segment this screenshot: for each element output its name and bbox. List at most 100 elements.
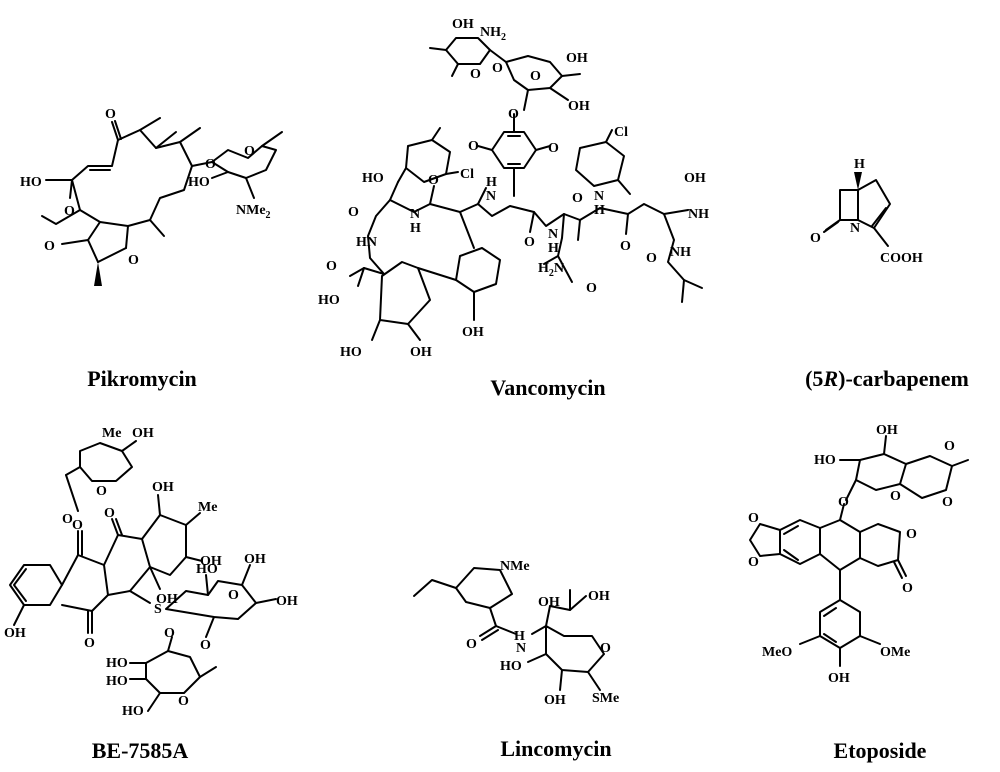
vanc-nh: NH — [688, 207, 709, 222]
vanc-chloro-right: Cl — [614, 125, 628, 140]
eto-lactone-o: O — [906, 527, 917, 542]
lactone-oxygen: O — [44, 239, 55, 254]
vanc-glycosidic-o: O — [492, 61, 503, 76]
be-phenol-oh: OH — [4, 626, 26, 641]
be-oh-top: OH — [132, 426, 154, 441]
lin-ho: HO — [500, 659, 522, 674]
be-oh4: OH — [156, 592, 178, 607]
eto-ho: HO — [814, 453, 836, 468]
be-quinone-o-top: O — [72, 518, 83, 533]
vanc-amide-o1: O — [348, 205, 359, 220]
vanc-amide-o4: O — [572, 191, 583, 206]
lin-amide-o: O — [466, 637, 477, 652]
vanc-oh: OH — [452, 17, 474, 32]
lin-oh1: OH — [588, 589, 610, 604]
pikromycin-label: Pikromycin — [87, 366, 197, 391]
vanc-n2: NH — [486, 175, 497, 204]
vanc-carboxamide-nh2: H2N — [538, 261, 564, 279]
eto-sugar-o1: O — [944, 439, 955, 454]
carbapenem-structure: H O N COOH — [790, 150, 980, 290]
vanc-phenol-ho: HO — [340, 345, 362, 360]
ether-oxygen: O — [205, 157, 216, 172]
vanc-amide-o6: O — [646, 251, 657, 266]
hydroxyl: HO — [20, 175, 42, 190]
vanc-hn: HN — [356, 235, 377, 250]
be-oh2: OH — [152, 480, 174, 495]
lin-ring-o: O — [600, 641, 611, 656]
eto-glycosidic-o: O — [838, 495, 849, 510]
vanc-glc-ring-o: O — [530, 69, 541, 84]
be-ho4: HO — [122, 704, 144, 719]
vanc-aryl-o: O — [508, 107, 519, 122]
vanc-amide-o3: O — [524, 235, 535, 250]
vanc-amide-o5: O — [620, 239, 631, 254]
carbapenem-h: H — [854, 157, 865, 172]
dimethylamino: NMe2 — [236, 203, 271, 221]
eto-dioxole-o2: O — [748, 555, 759, 570]
be-link-o: O — [200, 638, 211, 653]
vanc-glc-oh1: OH — [566, 51, 588, 66]
eto-sugar-o2: O — [942, 495, 953, 510]
lin-nme: NMe — [500, 559, 530, 574]
vanc-phenol-oh2: OH — [462, 325, 484, 340]
vanc-nh-methyl: NH — [670, 245, 691, 260]
vanc-sugar-o1: O — [470, 67, 481, 82]
lin-oh2: OH — [538, 595, 560, 610]
carbapenem-o: O — [810, 231, 821, 246]
be-oh6: OH — [276, 594, 298, 609]
vancomycin-label: Vancomycin — [490, 375, 606, 400]
lin-oh3: OH — [544, 693, 566, 708]
eto-carbonyl-o: O — [902, 581, 913, 596]
sugar-hydroxyl: HO — [188, 175, 210, 190]
be-quinone-o-bottom: O — [84, 636, 95, 651]
be-sugar-o5: O — [228, 588, 239, 603]
vanc-glc-oh2: OH — [568, 99, 590, 114]
vanc-oh-right: OH — [684, 171, 706, 186]
carbapenem-label: (5R)-carbapenem — [805, 366, 969, 391]
carbapenem-n: N — [850, 221, 860, 236]
be-ho2: HO — [106, 656, 128, 671]
be-thioether-s: S — [154, 602, 162, 617]
be-sugar-o1: O — [96, 484, 107, 499]
be-o9: O — [164, 626, 175, 641]
eto-sugar-o3: O — [890, 489, 901, 504]
be-ho3: HO — [106, 674, 128, 689]
ketone-oxygen: O — [105, 107, 116, 122]
vanc-acid-o: O — [326, 259, 337, 274]
be-glycosidic-o: O — [62, 512, 73, 527]
etoposide-structure: OH HO O O O O O O O O MeO OMe OH — [740, 420, 990, 740]
be-me2: Me — [198, 500, 217, 515]
carbapenem-cooh: COOH — [880, 251, 923, 266]
be-sugar-o8: O — [178, 694, 189, 709]
be-ho1: HO — [196, 562, 218, 577]
keto-oxygen: O — [128, 253, 139, 268]
pikromycin-structure: O HO O O O O O HO NMe2 — [0, 0, 300, 360]
be-oh5: OH — [244, 552, 266, 567]
sugar-ring-oxygen: O — [244, 144, 255, 159]
eto-phenol-oh: OH — [828, 671, 850, 686]
vanc-ho-left: HO — [362, 171, 384, 186]
etoposide-label: Etoposide — [833, 738, 927, 763]
vanc-phenol-oh1: OH — [410, 345, 432, 360]
be-me-top: Me — [102, 426, 121, 441]
be-oh3: OH — [200, 554, 222, 569]
vanc-amine: NH2 — [480, 25, 506, 43]
be-ketone-o: O — [104, 506, 115, 521]
eto-meo: MeO — [762, 645, 792, 660]
vancomycin-structure: OH NH2 O O OH OH O O O O Cl Cl HO OH O H… — [310, 0, 730, 380]
eto-dioxole-o1: O — [748, 511, 759, 526]
vanc-amide-o7: O — [586, 281, 597, 296]
lincomycin-label: Lincomycin — [500, 736, 612, 761]
eto-ome: OMe — [880, 645, 910, 660]
vanc-ether-o-left: O — [468, 139, 479, 154]
be7585a-structure: OH Me O O OH Me O OH O OH S HO O OH O OH… — [0, 415, 310, 735]
eto-oh-top: OH — [876, 423, 898, 438]
vanc-acid-ho: HO — [318, 293, 340, 308]
vanc-amide-o2: O — [428, 173, 439, 188]
be7585a-label: BE-7585A — [91, 738, 189, 763]
